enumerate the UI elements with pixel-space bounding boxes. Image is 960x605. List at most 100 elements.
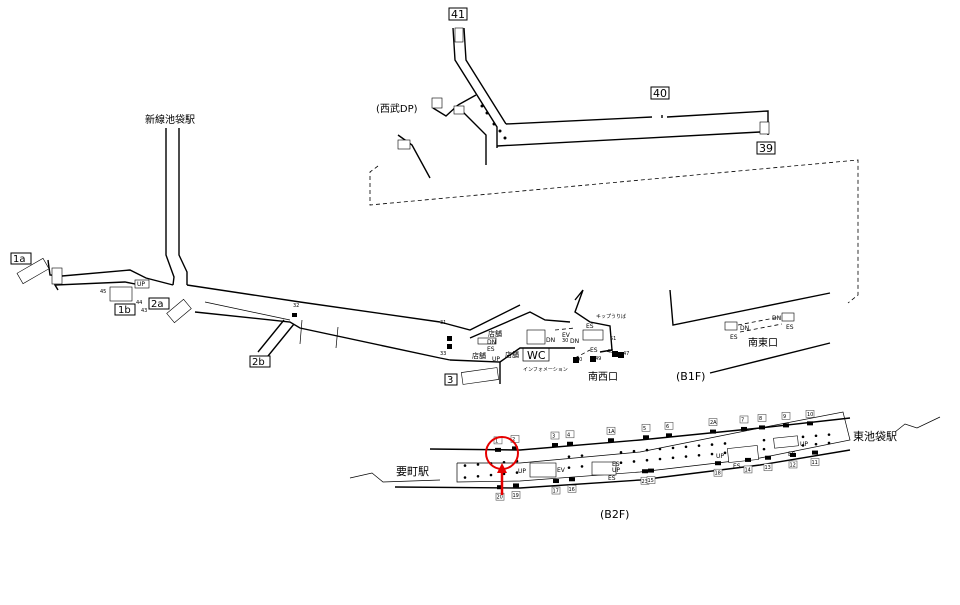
stop-marker-label: 3 — [552, 434, 555, 440]
svg-text:ES: ES — [733, 463, 741, 470]
b2f-platform — [349, 411, 941, 489]
svg-text:EV: EV — [562, 332, 571, 339]
svg-text:50: 50 — [576, 357, 582, 363]
exit-1a-label: 1a — [13, 254, 26, 265]
svg-text:DN: DN — [570, 338, 579, 345]
column-dot — [658, 447, 662, 451]
svg-text:45: 45 — [100, 289, 106, 295]
stop-marker-box — [788, 460, 798, 469]
column-dot — [632, 460, 636, 463]
column-dot — [827, 433, 831, 436]
stop-marker — [512, 446, 518, 451]
stop-marker-box — [739, 415, 749, 424]
svg-text:DN: DN — [487, 339, 496, 346]
shop-label-3: 店舗 — [505, 350, 519, 359]
svg-text:49: 49 — [595, 356, 601, 362]
stop-marker-label: 16 — [569, 487, 575, 493]
column-dot — [697, 453, 701, 457]
stop-marker — [741, 426, 747, 431]
stop-marker-label: 6 — [666, 424, 669, 430]
column-dot — [801, 444, 805, 447]
wc-label: WC — [527, 349, 546, 362]
stop-marker-box — [743, 465, 753, 474]
stop-marker-label: 19 — [513, 493, 519, 499]
exit-2b[interactable]: 2b — [249, 355, 271, 368]
column-dot — [671, 446, 675, 450]
svg-text:ES: ES — [786, 324, 794, 331]
exit-40[interactable]: 40 — [650, 86, 670, 100]
exit-2a[interactable]: 2a — [148, 297, 170, 310]
wc — [522, 347, 550, 362]
southeast-exit-label: 南東口 — [748, 336, 778, 349]
stop-marker — [642, 469, 648, 474]
exit-1b[interactable]: 1b — [114, 303, 136, 316]
column-dot — [684, 445, 688, 449]
exit-1b-label: 1b — [118, 305, 131, 316]
svg-text:48: 48 — [607, 349, 613, 355]
svg-text:51: 51 — [610, 336, 616, 342]
svg-text:33: 33 — [440, 351, 446, 357]
stop-marker-label: 8 — [759, 416, 762, 422]
stop-marker-label: 2A — [710, 420, 717, 426]
exit-39[interactable]: 39 — [756, 141, 776, 155]
southwest-exit-label: 南西口 — [588, 370, 618, 383]
svg-text:DN: DN — [740, 325, 749, 332]
column-dot — [463, 476, 467, 479]
stop-marker-box — [810, 458, 820, 466]
svg-text:UP: UP — [612, 467, 620, 474]
exit-1a[interactable]: 1a — [10, 252, 32, 265]
stop-marker-label: 5 — [643, 426, 646, 432]
stop-marker — [495, 447, 501, 452]
exit-39-label: 39 — [759, 142, 773, 155]
stop-marker-box — [708, 418, 718, 426]
column-dot — [463, 464, 467, 467]
column-dot — [801, 435, 805, 439]
exit-2b-label: 2b — [252, 357, 265, 368]
svg-text:UP: UP — [518, 468, 526, 475]
column-dot — [502, 472, 506, 476]
stop-marker-label: 20 — [497, 495, 503, 501]
svg-text:UP: UP — [137, 281, 145, 288]
column-dot — [671, 456, 675, 460]
svg-text:ES: ES — [487, 346, 495, 353]
column-dot — [567, 466, 571, 469]
svg-text:UP: UP — [716, 453, 724, 460]
stop-marker-label: 4 — [567, 432, 570, 438]
stop-marker — [553, 479, 559, 484]
stop-marker-box — [550, 431, 560, 440]
stop-marker-label: 11 — [812, 460, 818, 466]
stop-marker-box — [606, 426, 616, 435]
column-dot — [580, 454, 584, 457]
stop-marker — [759, 425, 765, 430]
seibu-dp-label: (西武DP) — [376, 102, 418, 115]
higashi-ikebukuro-station-label: 東池袋駅 — [853, 429, 897, 443]
column-dot — [645, 458, 649, 462]
floor-b2f-label: (B2F) — [600, 508, 629, 521]
stop-marker-box — [495, 492, 505, 501]
stop-marker — [715, 461, 721, 466]
stop-marker-box — [805, 410, 815, 418]
stop-marker — [666, 433, 672, 438]
svg-text:ES: ES — [730, 334, 738, 341]
exit-3[interactable]: 3 — [444, 373, 458, 386]
stop-marker — [552, 443, 558, 448]
stop-marker-box — [641, 423, 651, 432]
southeast-concourse: ES ES DN DN — [669, 289, 831, 374]
shinsen-ikebukuro-label: 新線池袋駅 — [145, 113, 195, 126]
b2-marks: UP EV ES UP ES UP ES UP ES — [518, 441, 808, 482]
stop-marker-box — [664, 422, 674, 430]
column-dot — [814, 442, 818, 446]
exit-41[interactable]: 41 — [448, 7, 468, 21]
north-passage — [397, 27, 770, 179]
svg-text:44: 44 — [136, 300, 142, 306]
column-dot — [814, 434, 818, 438]
svg-text:ES: ES — [608, 475, 616, 482]
stop-marker-label: 2 — [512, 437, 515, 443]
svg-text:EV: EV — [557, 467, 566, 474]
column-dot — [515, 471, 519, 474]
column-dot — [476, 463, 480, 466]
stop-marker — [812, 450, 818, 455]
column-dot — [684, 455, 688, 458]
